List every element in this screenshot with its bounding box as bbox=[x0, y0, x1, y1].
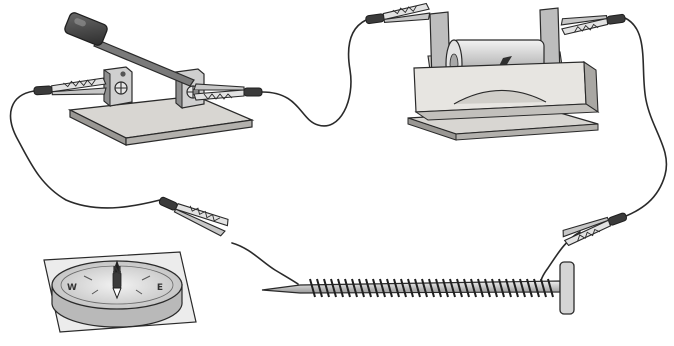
compass-north-label: N bbox=[112, 264, 121, 277]
wires bbox=[11, 18, 667, 286]
knife-switch bbox=[63, 11, 252, 145]
alligator-clip-battery-left bbox=[365, 3, 431, 28]
compass: N W E bbox=[44, 252, 196, 332]
alligator-clip-lower-right bbox=[561, 208, 628, 246]
alligator-clip-switch-left bbox=[33, 78, 106, 99]
switch-left-post bbox=[104, 67, 132, 106]
compass-east-label: E bbox=[157, 283, 163, 293]
wire-switch-to-battery bbox=[262, 20, 366, 126]
alligator-clip-battery-right bbox=[561, 10, 627, 35]
nail-head bbox=[560, 262, 574, 314]
compass-west-label: W bbox=[67, 283, 77, 293]
alligator-clip-lower-left bbox=[157, 191, 230, 237]
wire-battery-to-nail-head bbox=[625, 18, 666, 216]
switch-handle bbox=[63, 11, 108, 46]
iron-nail bbox=[262, 262, 574, 314]
switch-base bbox=[70, 96, 252, 138]
wire-clip-to-nail bbox=[232, 243, 298, 284]
